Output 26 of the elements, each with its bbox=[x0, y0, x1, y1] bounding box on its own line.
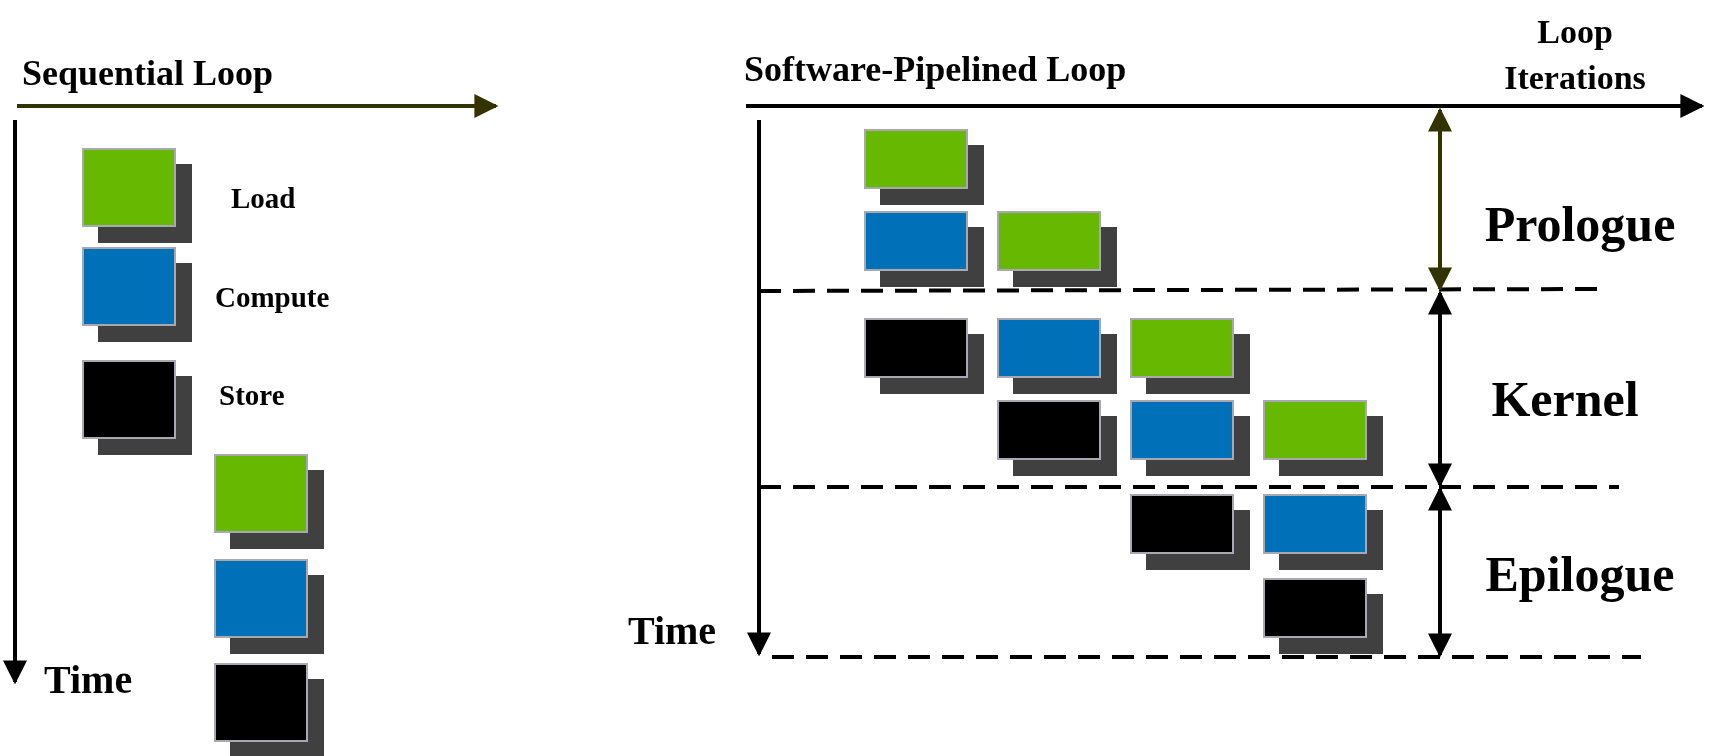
shadowed-block bbox=[1130, 400, 1250, 476]
shadowed-block bbox=[214, 663, 324, 756]
shadowed-block bbox=[997, 211, 1117, 287]
shadowed-block bbox=[214, 559, 324, 654]
shadowed-block bbox=[997, 318, 1117, 394]
phase-label: Kernel bbox=[1491, 369, 1639, 429]
phase-label: Prologue bbox=[1484, 194, 1676, 254]
shadowed-block bbox=[1263, 494, 1383, 570]
legend-label: Compute bbox=[215, 281, 330, 314]
axis-title: Sequential Loop bbox=[22, 52, 274, 95]
axis-label: Time bbox=[44, 656, 133, 704]
shadowed-block bbox=[997, 400, 1117, 476]
legend-label: Store bbox=[219, 379, 285, 412]
axis-title: Software-Pipelined Loop bbox=[744, 48, 1127, 91]
shadowed-block bbox=[864, 318, 984, 394]
axis-label: Time bbox=[627, 607, 717, 655]
axis-label: Loop Iterations bbox=[1503, 12, 1647, 98]
shadowed-block bbox=[1130, 494, 1250, 570]
phase-label: Epilogue bbox=[1485, 544, 1675, 604]
legend-label: Load bbox=[231, 182, 296, 215]
shadowed-block bbox=[1263, 400, 1383, 476]
shadowed-block bbox=[864, 211, 984, 287]
shadowed-block bbox=[1130, 318, 1250, 394]
shadowed-block bbox=[1263, 578, 1383, 654]
shadowed-block bbox=[864, 129, 984, 205]
shadowed-block bbox=[214, 454, 324, 549]
